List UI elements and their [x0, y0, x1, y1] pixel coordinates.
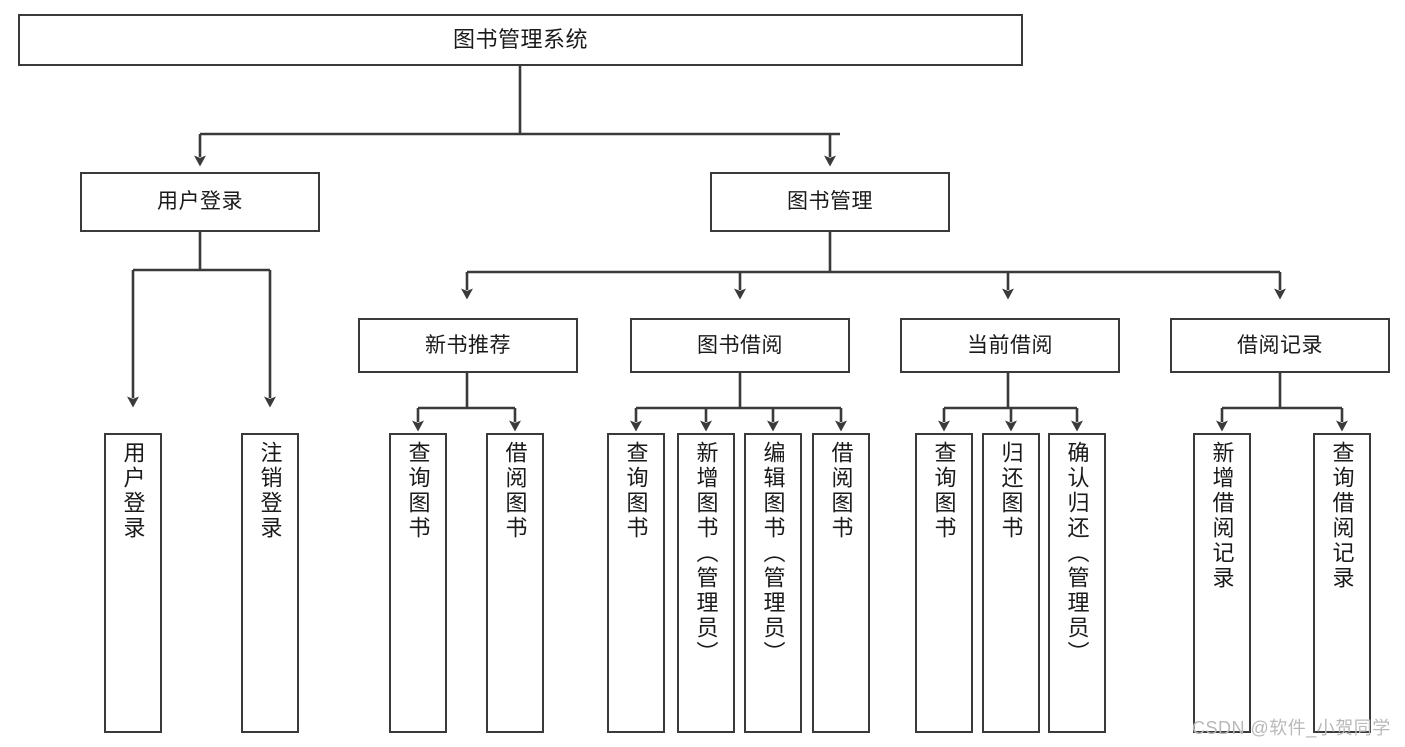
node-label: 新增借阅记录 — [1209, 441, 1235, 591]
node-root-system[interactable]: 图书管理系统 — [18, 14, 1023, 66]
leaf-new-book-borrow-book[interactable]: 借阅图书 — [486, 433, 544, 733]
node-label: 当前借阅 — [967, 333, 1053, 357]
node-book-management[interactable]: 图书管理 — [710, 172, 950, 232]
leaf-user-login-login[interactable]: 用户登录 — [104, 433, 162, 733]
leaf-book-borrow-edit-book[interactable]: 编辑图书（管理员） — [744, 433, 802, 733]
node-label: 图书借阅 — [697, 333, 783, 357]
node-label: 用户登录 — [120, 441, 146, 541]
node-label: 归还图书 — [998, 441, 1024, 541]
node-label: 借阅记录 — [1237, 333, 1323, 357]
leaf-new-book-query-book[interactable]: 查询图书 — [389, 433, 447, 733]
node-label: 新增图书（管理员） — [693, 441, 719, 666]
watermark-text: CSDN @软件_小贺同学 — [1192, 718, 1391, 738]
leaf-current-borrow-query-book[interactable]: 查询图书 — [915, 433, 973, 733]
node-label: 注销登录 — [257, 441, 283, 541]
node-new-book-recommend[interactable]: 新书推荐 — [358, 318, 578, 373]
leaf-borrow-record-query-record[interactable]: 查询借阅记录 — [1313, 433, 1371, 733]
node-label: 确认归还（管理员） — [1064, 441, 1090, 666]
node-label: 新书推荐 — [425, 333, 511, 357]
leaf-book-borrow-borrow-book[interactable]: 借阅图书 — [812, 433, 870, 733]
leaf-current-borrow-return-book[interactable]: 归还图书 — [982, 433, 1040, 733]
node-current-borrow[interactable]: 当前借阅 — [900, 318, 1120, 373]
node-user-login[interactable]: 用户登录 — [80, 172, 320, 232]
node-label: 编辑图书（管理员） — [760, 441, 786, 666]
node-label: 图书管理系统 — [452, 26, 588, 52]
leaf-book-borrow-add-book[interactable]: 新增图书（管理员） — [677, 433, 735, 733]
node-label: 查询借阅记录 — [1329, 441, 1355, 591]
node-label: 用户登录 — [157, 190, 243, 214]
node-label: 借阅图书 — [502, 441, 528, 541]
node-label: 图书管理 — [787, 190, 873, 214]
node-book-borrow[interactable]: 图书借阅 — [630, 318, 850, 373]
node-label: 借阅图书 — [828, 441, 854, 541]
node-label: 查询图书 — [623, 441, 649, 541]
node-label: 查询图书 — [931, 441, 957, 541]
node-label: 查询图书 — [405, 441, 431, 541]
leaf-user-login-logout[interactable]: 注销登录 — [241, 433, 299, 733]
node-borrow-record[interactable]: 借阅记录 — [1170, 318, 1390, 373]
leaf-current-borrow-confirm-return[interactable]: 确认归还（管理员） — [1048, 433, 1106, 733]
leaf-borrow-record-add-record[interactable]: 新增借阅记录 — [1193, 433, 1251, 733]
leaf-book-borrow-query-book[interactable]: 查询图书 — [607, 433, 665, 733]
